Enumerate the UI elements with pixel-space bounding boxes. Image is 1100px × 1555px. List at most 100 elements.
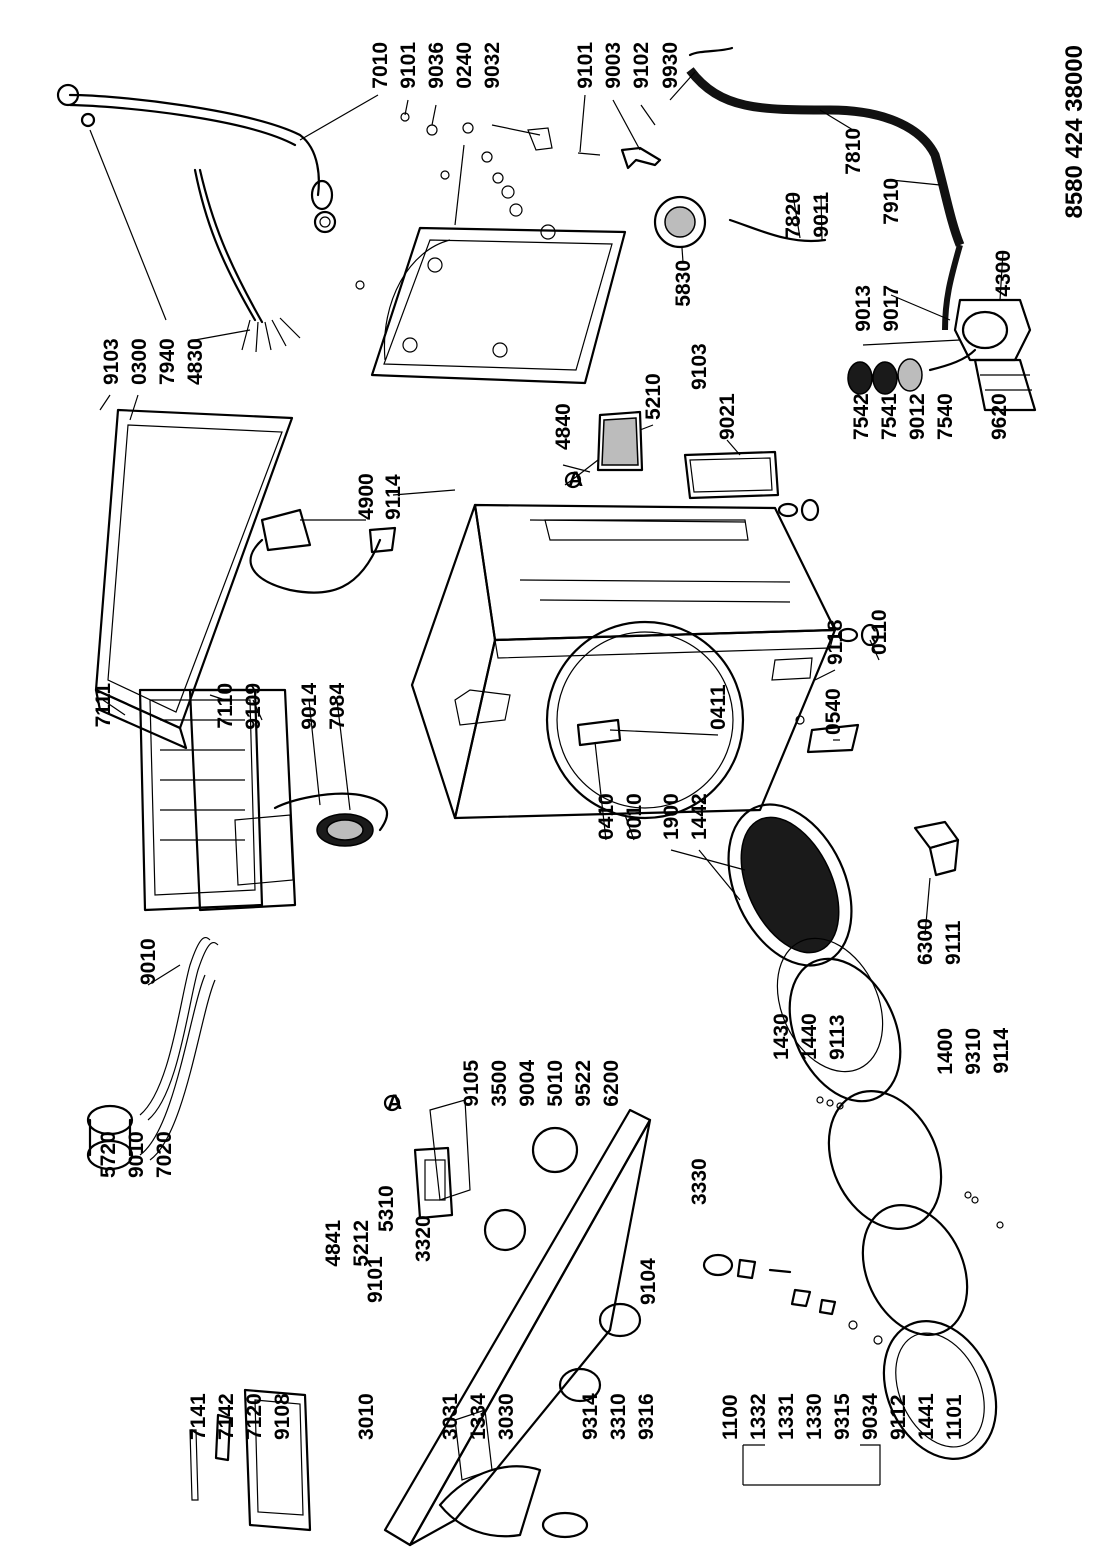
part-label: 9315: [831, 1393, 854, 1440]
door-seal-part: [727, 803, 853, 967]
part-label: 3310: [607, 1393, 630, 1440]
part-label: 6300: [914, 918, 937, 965]
part-label: 9310: [962, 1028, 985, 1075]
part-label: 3031: [439, 1393, 462, 1440]
pump-filter-part: [847, 348, 977, 395]
part-label: 9013: [852, 285, 875, 332]
part-label: 9012: [906, 393, 929, 440]
part-label: 1332: [747, 1393, 770, 1440]
drain-pump-part: [953, 298, 1037, 412]
part-label: 0110: [868, 609, 891, 655]
knobs-part: [558, 1302, 642, 1403]
part-label: 5210: [642, 373, 665, 420]
cabinet-part: [410, 503, 837, 820]
part-label: 4300: [992, 250, 1015, 297]
part-label: 6200: [600, 1060, 623, 1107]
part-label: 3330: [688, 1158, 711, 1205]
part-label: 9111: [942, 920, 965, 965]
part-label: 9113: [826, 1014, 849, 1060]
top-cover-part: [94, 408, 294, 750]
part-label: 1330: [803, 1393, 826, 1440]
part-label: 7810: [842, 128, 865, 175]
part-label: 3010: [355, 1393, 378, 1440]
part-label: 9108: [271, 1393, 294, 1440]
part-label: 9003: [602, 42, 625, 89]
feet-part: [777, 498, 880, 647]
part-label: 1101: [943, 1394, 966, 1440]
part-label: 1440: [798, 1013, 821, 1060]
part-label: 0300: [128, 338, 151, 385]
document-code: 8580 424 38000: [1061, 45, 1088, 219]
water-valve-part: [86, 936, 219, 1171]
part-label: 7142: [215, 1393, 238, 1440]
part-label: 1441: [915, 1393, 938, 1440]
callout-a-panel: A: [387, 1091, 402, 1114]
part-label: 7542: [850, 393, 873, 440]
bracket-part: [577, 146, 662, 170]
part-label: 9010: [125, 1131, 148, 1178]
part-label: 9004: [516, 1060, 539, 1107]
panel-cover-part: [438, 1465, 589, 1539]
part-label: 7010: [369, 42, 392, 89]
dispenser-part: [138, 688, 297, 912]
part-label: 9105: [460, 1060, 483, 1107]
part-label: 0540: [822, 688, 845, 735]
part-label: 1900: [660, 793, 683, 840]
rear-panel-part: [370, 224, 627, 385]
door-part: [827, 1090, 998, 1460]
part-label: 1430: [770, 1013, 793, 1060]
part-label: 9522: [572, 1060, 595, 1107]
part-label: 9101: [574, 42, 597, 89]
part-label: 4830: [184, 338, 207, 385]
part-label: 9109: [242, 683, 265, 730]
door-frame-part: [776, 937, 902, 1103]
part-label: 9034: [859, 1393, 882, 1440]
wiring-harness-part: [193, 168, 301, 353]
part-label: 9101: [397, 42, 420, 89]
power-cord-part: [249, 508, 397, 594]
group-bracket: [742, 1444, 881, 1486]
part-label: 5830: [672, 260, 695, 307]
part-label: 9036: [425, 42, 448, 89]
callout-a-module: A: [568, 468, 583, 491]
part-label: 1334: [467, 1393, 490, 1440]
part-label: 4900: [355, 473, 378, 520]
part-label: 7940: [156, 338, 179, 385]
part-label: 0410: [595, 793, 618, 840]
part-label: 4841: [322, 1220, 345, 1267]
part-label: 9101: [364, 1256, 387, 1303]
part-label: 5212: [350, 1220, 373, 1267]
dispenser-hose-part: [273, 792, 389, 847]
pressure-switch-part: [653, 195, 827, 249]
part-label: 1400: [934, 1028, 957, 1075]
part-label: 5720: [97, 1131, 120, 1178]
part-label: 9102: [630, 42, 653, 89]
filter-module-part: [683, 450, 780, 500]
filter-door-part: [771, 657, 860, 754]
part-label: 9620: [988, 393, 1011, 440]
part-label: 9103: [100, 338, 123, 385]
part-label: 9112: [887, 1394, 910, 1440]
part-label: 9314: [579, 1393, 602, 1440]
part-label: 0411: [707, 684, 730, 730]
part-label: 9017: [880, 285, 903, 332]
part-label: 7820: [782, 192, 805, 239]
part-label: 0010: [623, 793, 646, 840]
part-label: 7141: [187, 1393, 210, 1440]
part-label: 7110: [214, 683, 237, 729]
small-parts-lower: [702, 1096, 1004, 1345]
dispenser-drawer-part: [189, 1388, 312, 1532]
part-label: 9104: [637, 1258, 660, 1305]
part-label: 9021: [716, 393, 739, 440]
part-label: 9930: [659, 42, 682, 89]
part-label: 1442: [688, 793, 711, 840]
part-number-labels: 7010 9101 9036 0240 9032 9101 9003 9102 …: [92, 42, 1088, 1486]
part-label: 1331: [775, 1393, 798, 1440]
parts-artwork: A: [56, 46, 1037, 1547]
part-label: 7910: [880, 178, 903, 225]
part-label: 9114: [990, 1028, 1013, 1074]
door-hinge-part: [913, 820, 960, 877]
part-label: 4840: [552, 403, 575, 450]
part-label: 5010: [544, 1060, 567, 1107]
